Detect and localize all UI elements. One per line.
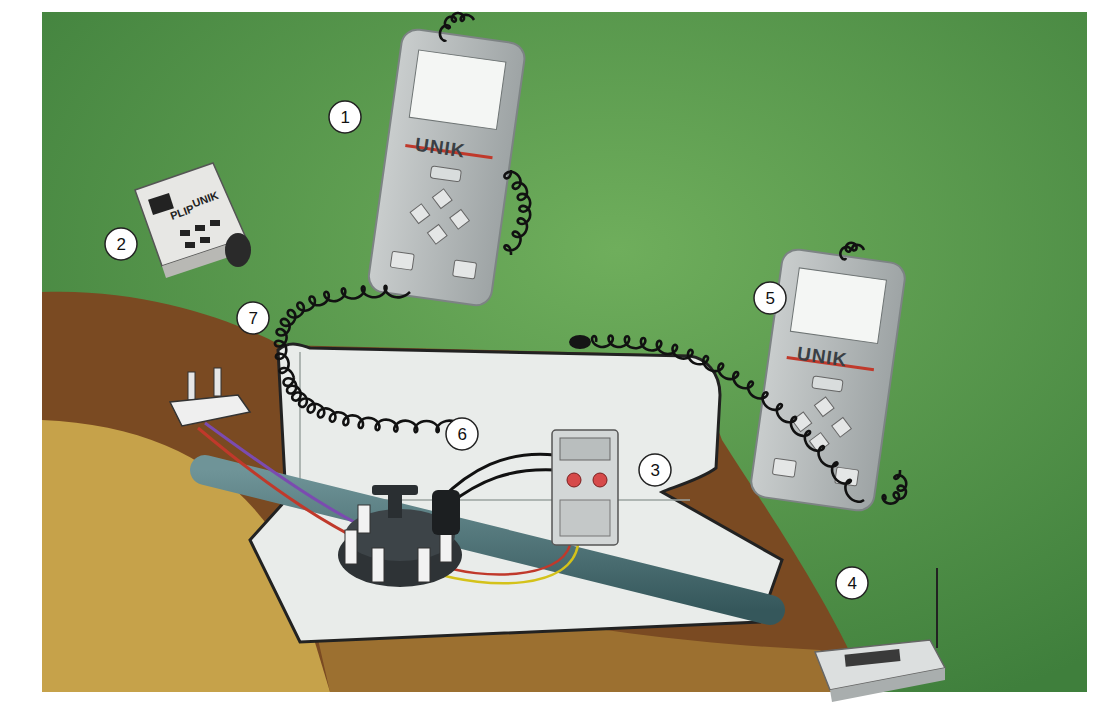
decoder-wire — [448, 470, 555, 505]
callout-circle — [237, 302, 269, 334]
callout-number: 5 — [766, 290, 775, 307]
antenna — [936, 568, 938, 648]
radio-side — [830, 668, 945, 702]
callout-circle — [446, 418, 478, 450]
plug-pin — [214, 368, 221, 396]
programmer-button — [812, 376, 843, 392]
programmer-button — [772, 458, 796, 477]
wire-connector-plug — [170, 368, 250, 426]
decoder-led — [567, 473, 581, 487]
probe-tip — [569, 335, 591, 349]
callout-circle — [639, 454, 671, 486]
programmer-screen — [790, 268, 886, 344]
callout-number: 2 — [117, 236, 126, 253]
decoder-label-plate — [560, 500, 610, 536]
radio-module — [815, 568, 945, 702]
decoder-top — [560, 438, 610, 460]
plug-body — [170, 395, 250, 426]
coiled-cord — [883, 470, 907, 504]
flow-control-handle — [372, 485, 418, 495]
module-key — [185, 242, 195, 248]
module-key — [200, 237, 210, 243]
handheld-programmer — [367, 28, 527, 308]
callout-circles — [105, 101, 868, 599]
programmer-body — [367, 28, 527, 308]
callout-number: 7 — [249, 310, 258, 327]
programmer-button — [832, 418, 852, 438]
programmer-button — [427, 225, 447, 245]
programmer-button — [410, 204, 430, 224]
radio-display — [845, 649, 901, 667]
decoder — [552, 430, 618, 545]
valve-bolt — [345, 530, 357, 564]
callout-number: 3 — [651, 462, 660, 479]
decoder-led — [593, 473, 607, 487]
programmer-button — [814, 397, 834, 417]
callout-circle — [105, 228, 137, 260]
solenoid — [432, 490, 460, 535]
handheld-programmer — [749, 248, 907, 513]
lawn — [42, 12, 1087, 692]
module-socket — [225, 233, 251, 267]
plug-pin — [188, 372, 195, 400]
programmer-button — [450, 209, 470, 229]
programmer-button — [453, 260, 477, 279]
coiled-cord — [504, 170, 530, 255]
callout-circle — [836, 567, 868, 599]
callout-circle — [329, 101, 361, 133]
programmer-button — [432, 189, 452, 209]
coiled-cord — [840, 243, 864, 260]
coiled-cord — [275, 286, 410, 378]
water-pipe — [205, 470, 770, 610]
module-key — [210, 220, 220, 226]
programmer-body — [749, 248, 907, 513]
programmer-screen — [409, 50, 506, 130]
solenoid-valve — [338, 485, 462, 587]
programmer-button — [430, 166, 461, 182]
coiled-cord — [284, 378, 461, 432]
programmer-button — [390, 251, 414, 270]
soil — [42, 292, 868, 692]
callout-circle — [754, 282, 786, 314]
module-key — [180, 230, 190, 236]
callout-number: 1 — [341, 109, 350, 126]
valve-bolt — [418, 548, 430, 582]
flow-control-stem — [388, 492, 402, 518]
pulse-module — [135, 163, 251, 278]
valve-bolt — [358, 505, 370, 533]
valve-bolt — [372, 548, 384, 582]
callout-number: 4 — [848, 575, 857, 592]
coiled-cords — [275, 13, 906, 504]
callout-number: 6 — [458, 426, 467, 443]
coiled-cord — [440, 13, 474, 41]
module-key — [195, 225, 205, 231]
coiled-cord — [592, 336, 864, 502]
decoder-body — [552, 430, 618, 545]
